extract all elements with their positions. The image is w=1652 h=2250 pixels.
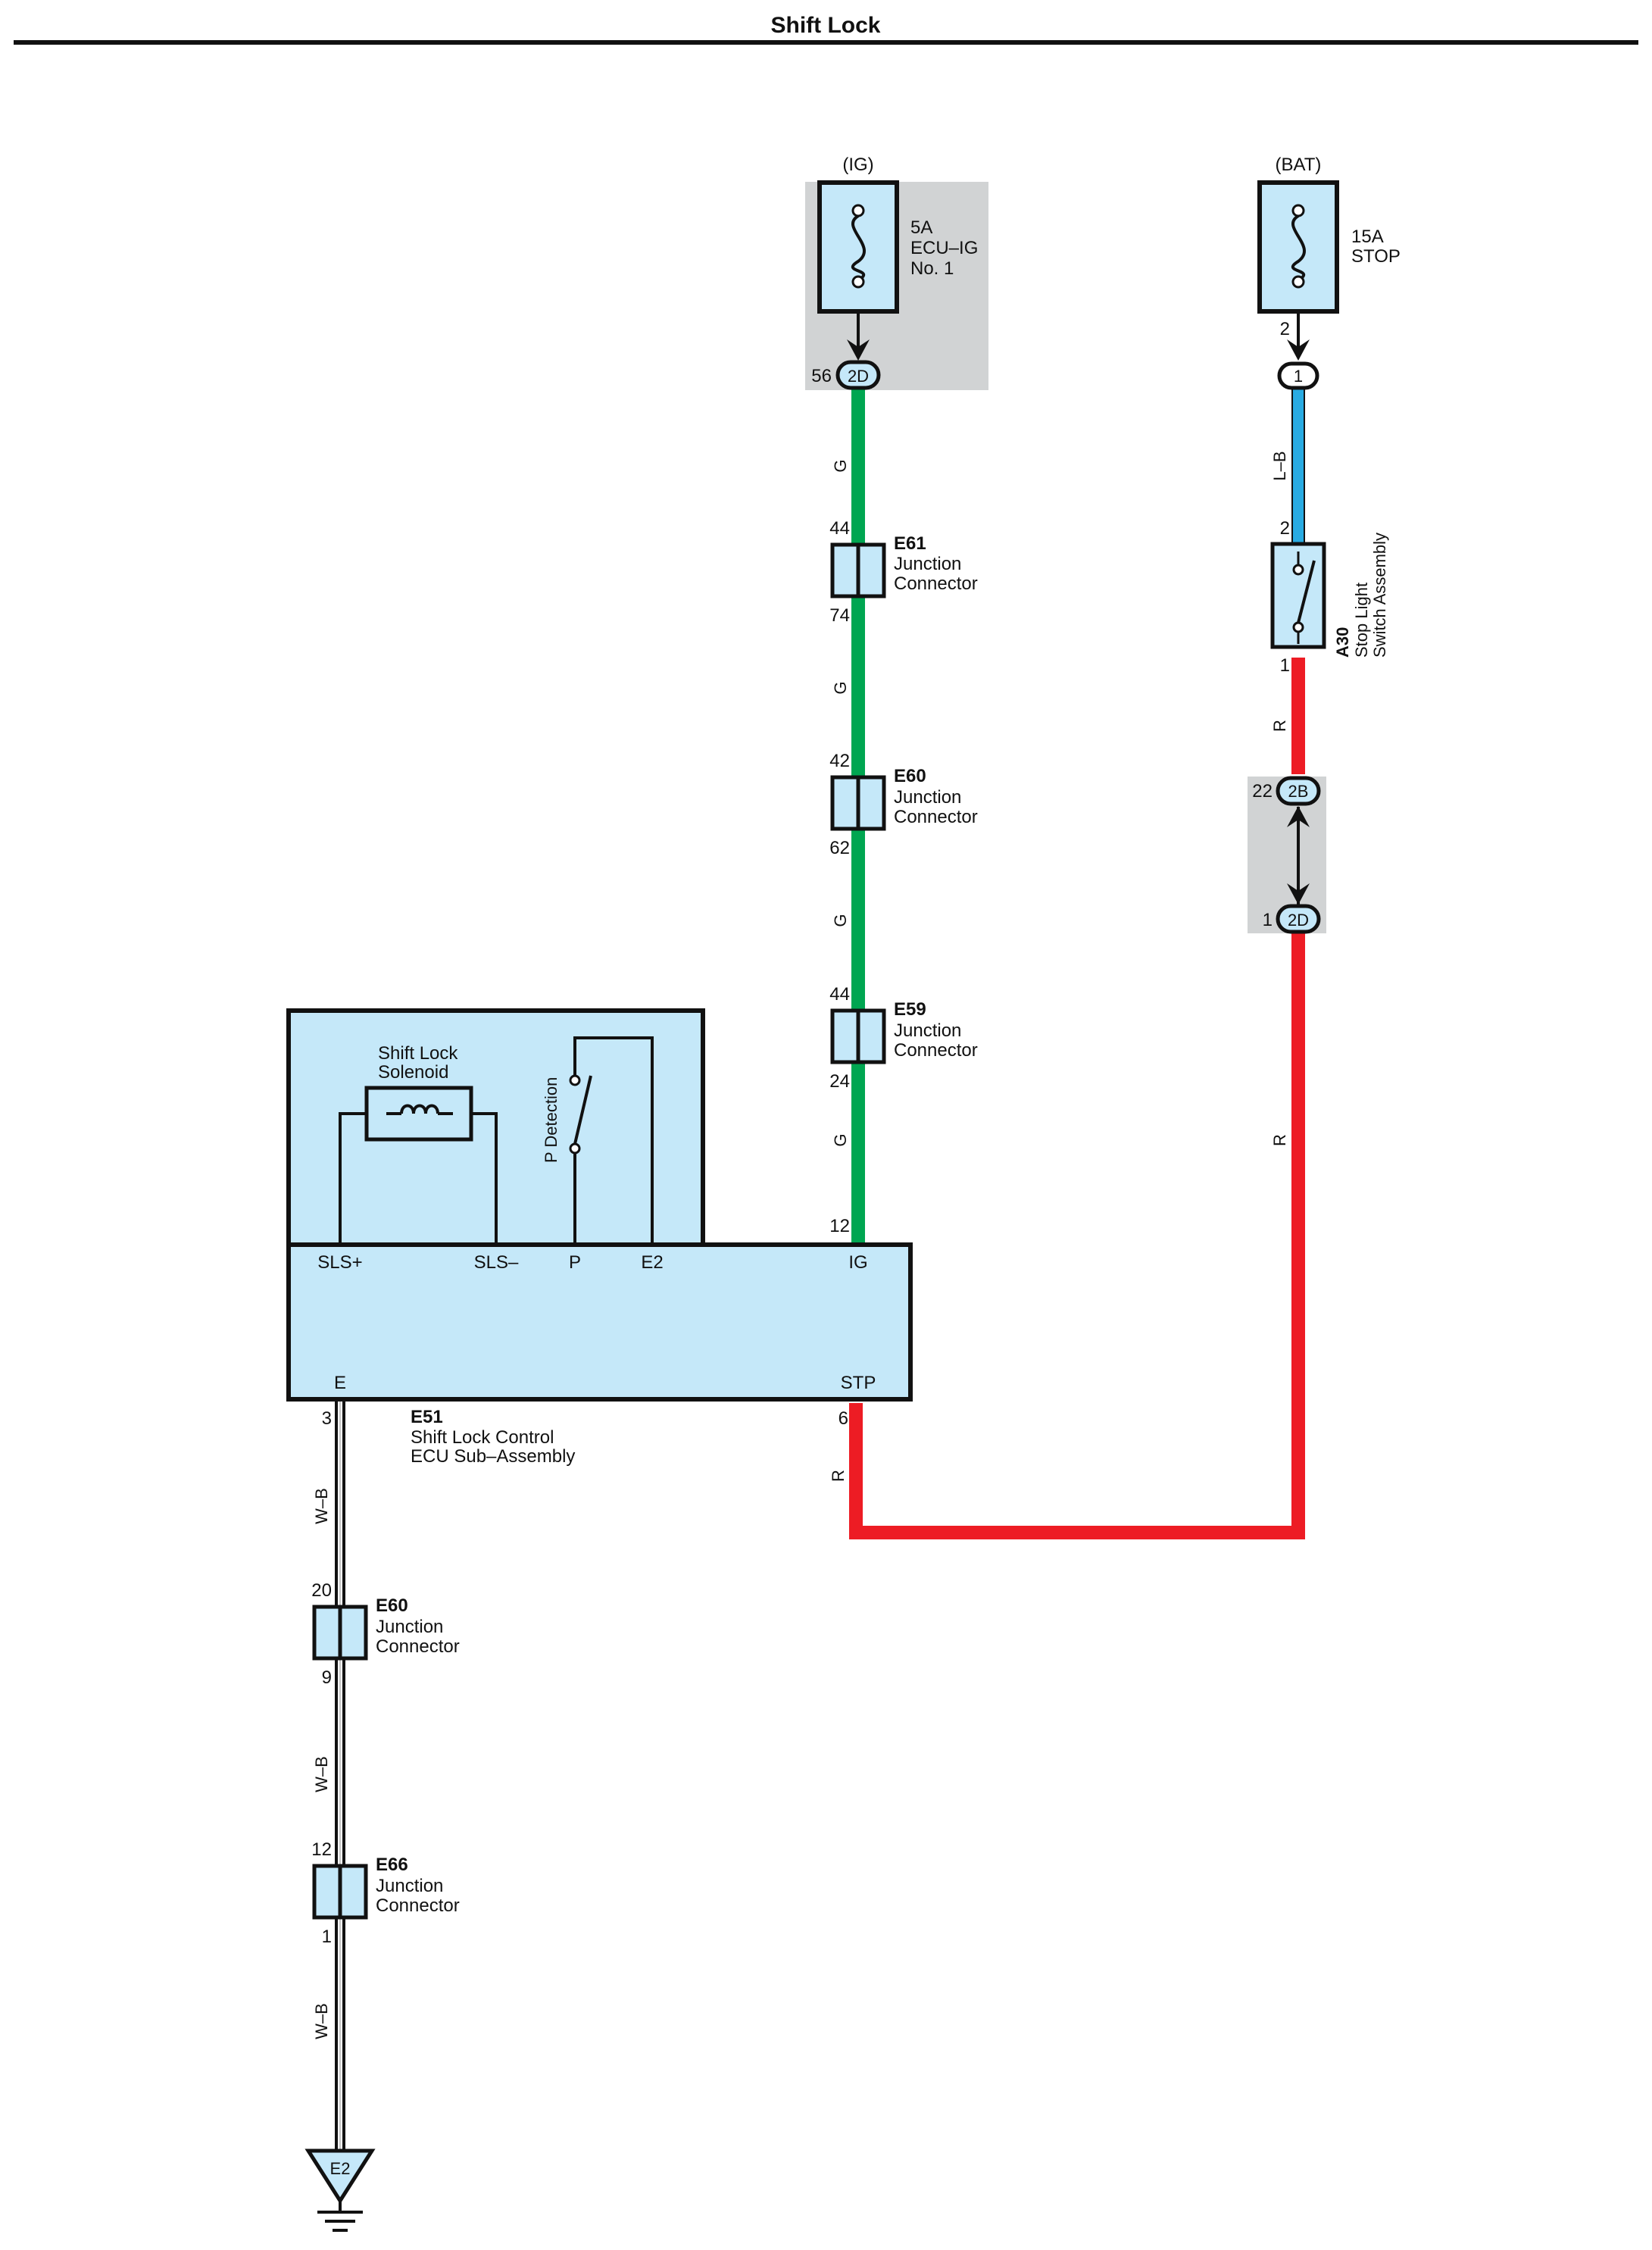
ground-icon: E2 [304,2148,376,2232]
ig-junction-code: 2D [848,367,869,386]
red-wire-lower [849,930,1305,1539]
wire-label-g-2: G [831,681,850,694]
connector-name: Junction [894,554,961,574]
ecu-e-pin: 3 [322,1408,332,1429]
junction-2b-code: 2B [1288,782,1309,801]
bat-fuse-pin: 2 [1280,319,1290,339]
ig-fuse-name-2: No. 1 [910,258,954,279]
bat-junction-1 [1277,361,1319,390]
ground-label: E2 [330,2159,351,2178]
wire-label-wb-2: W–B [312,1756,331,1792]
terminal-e: E [334,1373,346,1393]
shift-lock-ecu-e51: Shift Lock Solenoid P Detection SLS+ SLS… [286,1008,913,1467]
pin-label: 24 [829,1071,850,1092]
bat-source-label: (BAT) [1276,155,1322,175]
connector-name: Connector [894,573,978,594]
junction-2b [1276,776,1321,806]
connector-code: E59 [894,999,926,1020]
fuse-icon [851,214,866,282]
terminal-stp: STP [841,1373,876,1393]
junction-connector-e61: 44 74 E61 Junction Connector [829,518,977,626]
ecu-code: E51 [411,1407,443,1427]
connector-name: Junction [376,1876,443,1896]
wire-label-wb-1: W–B [312,1488,331,1524]
bat-fuse-name: STOP [1351,246,1401,267]
component-name: Switch Assembly [1370,533,1389,658]
connector-name: Connector [894,1040,978,1061]
connector-name: Junction [894,1020,961,1041]
junction-connector-e66: 12 1 E66 Junction Connector [311,1839,459,1947]
bat-junction-code: 1 [1294,367,1303,386]
bat-fuse-box [1257,180,1339,314]
junction-2d-lower-pin: 1 [1263,910,1273,930]
connector-name: Connector [894,807,978,827]
junction-2b-pin: 22 [1252,781,1273,802]
coil-icon [400,1104,439,1114]
ig-fuse-box [817,180,899,314]
wire-label-wb-3: W–B [312,2003,331,2039]
ecu-name-1: Shift Lock Control [411,1427,554,1448]
junction-connector-e60-ground: 20 9 E60 Junction Connector [311,1580,459,1688]
terminal-sls-minus: SLS– [474,1252,519,1273]
bat-fuse-amp: 15A [1351,227,1384,247]
diagram-title: Shift Lock [770,13,880,38]
wire-label-g-3: G [831,914,850,927]
ecu-ig-pin: 12 [829,1216,850,1236]
connector-name: Junction [376,1617,443,1637]
ecu-stp-pin: 6 [838,1408,848,1429]
stop-light-switch-a30: 2 1 A30 Stop Light Switch Assembly [1270,518,1389,676]
connector-code: E66 [376,1855,408,1875]
terminal-p: P [569,1252,581,1273]
pin-label: 12 [311,1839,332,1860]
pin-label: 62 [829,838,850,858]
connector-code: E60 [894,766,926,786]
solenoid-label-1: Shift Lock [378,1043,458,1064]
wire-label-r-2: R [1270,1134,1289,1146]
p-detection-label: P Detection [542,1077,561,1163]
connector-name: Connector [376,1895,460,1916]
arrow-down-icon [847,339,870,361]
component-code: A30 [1333,627,1352,658]
solenoid-box [364,1086,473,1142]
pin-label: 44 [829,984,850,1005]
ig-junction-2d [835,360,881,390]
pin-label: 20 [311,1580,332,1601]
pin-label: 9 [322,1667,332,1688]
terminal-sls-plus: SLS+ [317,1252,362,1273]
connector-code: E61 [894,533,926,554]
ig-junction-pin: 56 [811,366,832,386]
wire-label-g-1: G [831,459,850,472]
pin-label: 2 [1280,518,1290,539]
wire-label-g-4: G [831,1133,850,1146]
arrow-down-icon [1287,883,1310,905]
fuse-icon [1291,214,1306,282]
ig-fuse-amp: 5A [910,217,932,238]
component-name: Stop Light [1352,583,1371,658]
wire-label-r-1: R [1270,720,1289,732]
pin-label: 44 [829,518,850,539]
terminal-ig: IG [848,1252,867,1273]
ecu-main-box [286,1242,913,1402]
solenoid-label-2: Solenoid [378,1062,448,1083]
ecu-name-2: ECU Sub–Assembly [411,1446,575,1467]
connector-name: Junction [894,787,961,808]
pin-label: 1 [1280,655,1290,676]
connector-code: E60 [376,1595,408,1616]
arrow-up-icon [1287,806,1310,827]
junction-2d-lower [1276,904,1321,934]
connector-name: Connector [376,1636,460,1657]
ig-source-label: (IG) [842,155,873,175]
wire-label-r-3: R [829,1470,848,1482]
pin-label: 42 [829,751,850,771]
wire-label-lb: L–B [1270,451,1289,480]
ig-fuse-name-1: ECU–IG [910,238,978,258]
junction-2d-lower-code: 2D [1288,911,1309,930]
pin-label: 74 [829,605,850,626]
pin-label: 1 [322,1927,332,1947]
terminal-e2: E2 [641,1252,663,1273]
junction-connector-e59: 44 24 E59 Junction Connector [829,984,977,1092]
junction-connector-e60-green: 42 62 E60 Junction Connector [829,751,977,858]
arrow-down-icon [1287,339,1310,361]
